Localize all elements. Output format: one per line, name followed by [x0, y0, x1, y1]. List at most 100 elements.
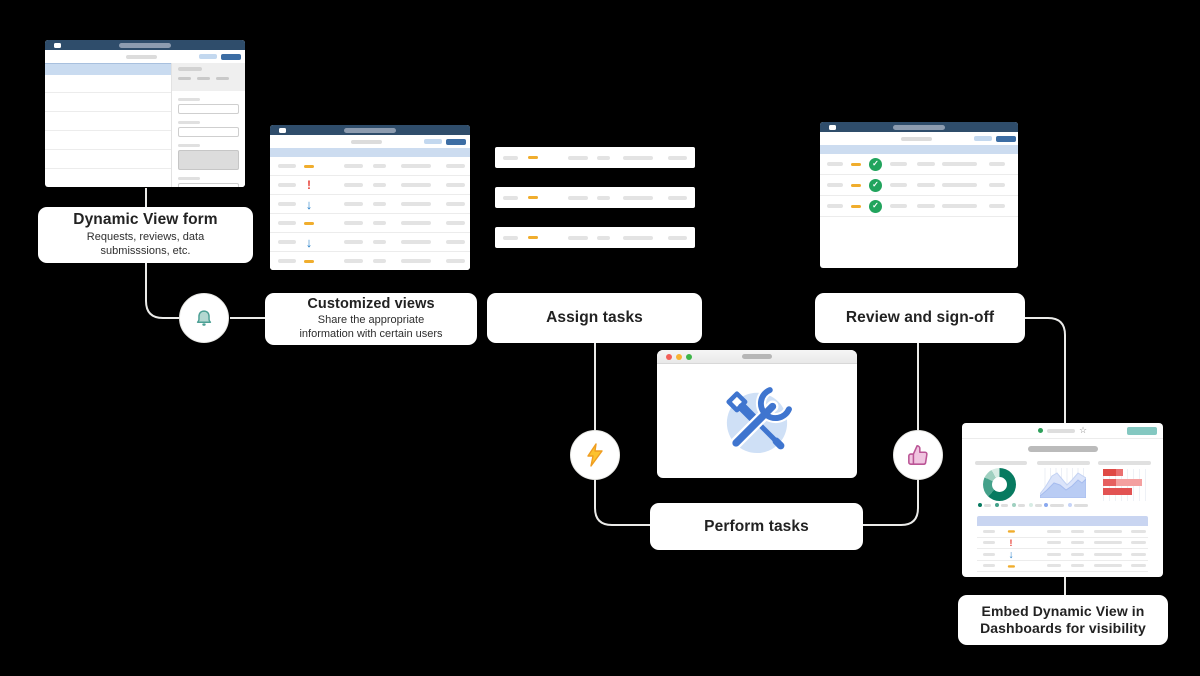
step-label-review: Review and sign-off: [815, 293, 1025, 343]
widget-title-placeholder: [1098, 461, 1151, 465]
primary-button[interactable]: [221, 53, 241, 60]
step-label-form: Dynamic View form Requests, reviews, dat…: [38, 207, 253, 263]
cell-text-placeholder: [401, 240, 431, 244]
table-row[interactable]: ↓: [270, 195, 470, 214]
cell-text-placeholder: [446, 164, 465, 168]
table-header-row: [270, 148, 470, 157]
approval-step: [893, 430, 943, 480]
panel-header: [172, 63, 245, 91]
secondary-button[interactable]: [424, 139, 442, 144]
priority-medium-icon: [849, 163, 863, 166]
priority-medium-icon: [302, 165, 316, 168]
bar-chart: [1103, 469, 1147, 501]
priority-medium-icon: [302, 222, 316, 225]
cell-text-placeholder: [597, 235, 610, 240]
task-row[interactable]: [495, 147, 695, 168]
priority-low-icon: ↓: [305, 196, 313, 212]
secondary-button[interactable]: [199, 54, 217, 59]
sheet-row[interactable]: [45, 93, 172, 112]
cell-text-placeholder: [597, 195, 610, 200]
cell-text-placeholder: [890, 162, 907, 166]
cell-text-placeholder: [1094, 529, 1122, 533]
field-label: [178, 121, 200, 124]
bookmark-star-icon[interactable]: ☆: [1078, 425, 1088, 435]
text-input[interactable]: [178, 127, 239, 137]
connector-review-to-embed: [1025, 317, 1066, 595]
table-row[interactable]: [270, 214, 470, 233]
cell-text-placeholder: [597, 155, 610, 160]
cell-text-placeholder: [446, 240, 465, 244]
cell-text-placeholder: [827, 204, 843, 208]
table-row[interactable]: !: [977, 537, 1148, 549]
site-favicon: [1037, 428, 1043, 433]
close-icon[interactable]: [666, 353, 672, 360]
priority-medium-icon: [1005, 530, 1016, 532]
step-title: Customized views: [307, 296, 435, 313]
task-row[interactable]: [495, 227, 695, 248]
table-row[interactable]: [270, 252, 470, 270]
field-label: [178, 98, 200, 101]
cell-text-placeholder: [623, 155, 653, 160]
priority-medium-icon: [526, 196, 540, 199]
widget-title-placeholder: [975, 461, 1027, 465]
cell-text-placeholder: [623, 235, 653, 240]
cell-text-placeholder: [373, 259, 386, 263]
tab-active[interactable]: [178, 77, 191, 80]
cell-text-placeholder: [373, 183, 386, 187]
table-row[interactable]: ↓: [270, 233, 470, 252]
dashboard-action-button[interactable]: [1127, 427, 1157, 435]
app-icon: [54, 42, 61, 48]
cell-text-placeholder: [1131, 529, 1146, 533]
cell-text-placeholder: [503, 195, 518, 200]
sheet-row[interactable]: [45, 131, 172, 150]
connector-assign-to-perform: [594, 343, 650, 526]
sheet-row[interactable]: [45, 112, 172, 131]
table-row[interactable]: ✓: [820, 196, 1018, 217]
titlebar-text-placeholder: [119, 42, 171, 48]
cell-text-placeholder: [983, 564, 995, 568]
cell-text-placeholder: [1071, 541, 1084, 545]
cell-text-placeholder: [503, 155, 518, 160]
secondary-button[interactable]: [974, 136, 992, 141]
sheet-row[interactable]: [45, 74, 172, 93]
text-input[interactable]: [178, 104, 239, 114]
textarea-input[interactable]: [178, 150, 239, 170]
selected-row[interactable]: [45, 63, 172, 75]
table-row[interactable]: [977, 526, 1148, 538]
app-icon: [279, 127, 286, 133]
cell-text-placeholder: [278, 183, 296, 187]
connector-form-to-bell: [145, 188, 179, 319]
cell-text-placeholder: [917, 204, 935, 208]
table-row[interactable]: !: [270, 176, 470, 195]
cell-text-placeholder: [1047, 529, 1061, 533]
titlebar-text-placeholder: [893, 124, 945, 130]
cell-text-placeholder: [668, 155, 687, 160]
minimize-icon[interactable]: [676, 353, 682, 360]
table-row[interactable]: ✓: [820, 154, 1018, 175]
cell-text-placeholder: [401, 259, 431, 263]
sheet-row[interactable]: [45, 169, 172, 187]
approved-check-icon: ✓: [869, 178, 882, 192]
table-row[interactable]: [270, 157, 470, 176]
window-titlebar: [270, 125, 470, 135]
panel-title-placeholder: [178, 67, 202, 71]
cell-text-placeholder: [344, 259, 363, 263]
cell-text-placeholder: [827, 183, 843, 187]
tab[interactable]: [197, 77, 210, 80]
step-label-embed: Embed Dynamic View in Dashboards for vis…: [958, 595, 1168, 645]
priority-medium-icon: [526, 236, 540, 239]
table-row[interactable]: ↓: [977, 549, 1148, 561]
approved-check-icon: ✓: [869, 157, 882, 171]
tab[interactable]: [216, 77, 229, 80]
dashboard-window: ☆ !↓: [962, 423, 1163, 577]
sheet-row[interactable]: [45, 150, 172, 169]
text-input[interactable]: [178, 183, 239, 187]
table-row[interactable]: ✓: [820, 175, 1018, 196]
maximize-icon[interactable]: [686, 353, 692, 360]
connector-perform-to-review: [863, 343, 919, 526]
cell-text-placeholder: [623, 195, 653, 200]
primary-button[interactable]: [996, 135, 1016, 142]
task-row[interactable]: [495, 187, 695, 208]
table-row[interactable]: [977, 560, 1148, 572]
primary-button[interactable]: [446, 138, 466, 145]
